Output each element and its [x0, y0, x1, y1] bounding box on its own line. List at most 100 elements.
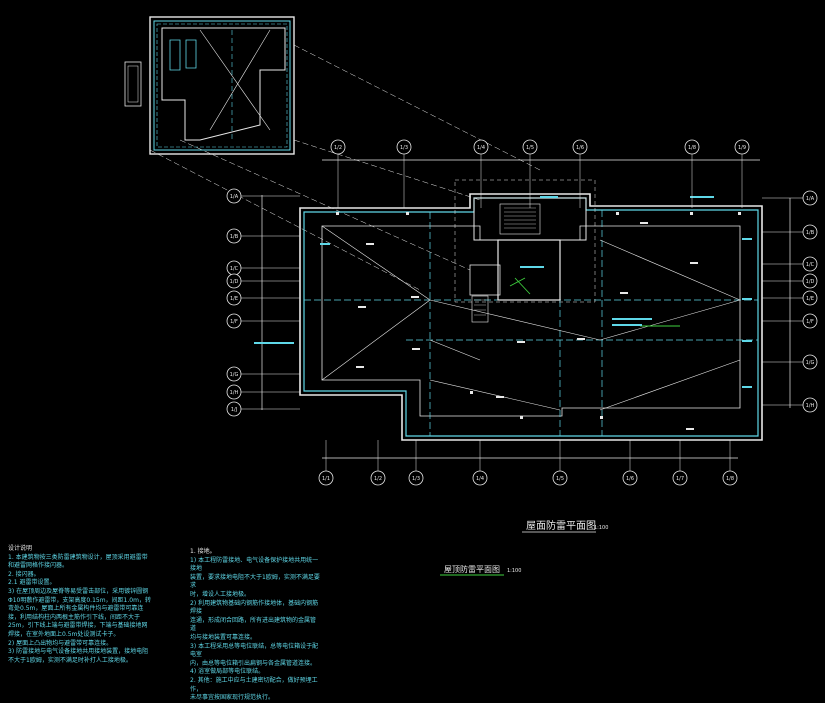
axis-bubble-label: 1/3: [412, 476, 420, 482]
axis-bubble-label: 1/C: [806, 262, 815, 268]
axis-bubble: 1/3: [408, 440, 424, 486]
axis-bubble: 1/C: [762, 256, 818, 272]
axis-bubble: 1/D: [762, 273, 818, 289]
projection-lines: [149, 44, 541, 291]
note-line: 4) 浴室做局部等电位联结。: [190, 668, 265, 676]
axis-bubble: 1/5: [522, 139, 538, 208]
axis-bubble: 1/2: [370, 440, 386, 486]
note-line: 弯处0.5m，屋面上所有金属构件均与避雷带可靠连: [8, 605, 144, 613]
axis-bubble-label: 1/J: [231, 407, 237, 413]
axis-bubble: 1/8: [722, 440, 738, 486]
note-line: 2) 屋面上凸出物均与避雷带可靠连接。: [8, 639, 113, 647]
main-drawing-scale: 1:100: [594, 525, 608, 531]
axis-bubble-label: 1/6: [626, 476, 634, 482]
axis-bubble: 1/6: [572, 139, 588, 208]
note-line: Φ10明敷作避雷带，支架高度0.15m，间距1.0m，转: [8, 596, 151, 604]
axis-bubble: 1/5: [552, 440, 568, 486]
inset-plan: [124, 16, 295, 155]
axis-bubble-label: 1/F: [806, 319, 814, 325]
axis-bubble-label: 1/2: [334, 145, 342, 151]
axis-bubble-label: 1/D: [230, 279, 239, 285]
axis-bubbles: 1/2 1/3 1/4 1/5 1/6 1/8 1/9 1/1 1/2 1/3 1/4 1/5 1/6 1…: [226, 139, 818, 486]
axis-bubble-label: 1/9: [738, 145, 746, 151]
axis-bubble-label: 1/8: [726, 476, 734, 482]
notes-left-heading: 设计说明: [8, 545, 33, 552]
axis-bubble-label: 1/4: [476, 476, 484, 482]
sub-title-group: 屋顶防雷平面图 1:100: [440, 564, 521, 576]
axis-bubble-label: 1/2: [374, 476, 382, 482]
axis-bubble: 1/F: [226, 313, 300, 329]
axis-bubble: 1/1: [318, 440, 334, 486]
axis-bubble: 1/B: [226, 228, 300, 244]
axis-bubble: 1/4: [473, 139, 489, 208]
axis-bubble: 1/2: [330, 139, 346, 208]
note-line: 25m，引下线上端与避雷带焊接，下端与基础接地网: [8, 622, 148, 630]
axis-bubble-label: 1/H: [230, 390, 239, 396]
design-notes-right: 1. 接地。 1) 本工程防雷接地、电气设备保护接地共用统一接地 装置，要求接地…: [190, 548, 320, 703]
axis-bubble-label: 1/6: [576, 145, 584, 151]
main-plan: [254, 159, 791, 459]
notes-right-lines: 1) 本工程防雷接地、电气设备保护接地共用统一接地 装置，要求接地电阻不大于1欧…: [190, 557, 320, 703]
axis-bubble-label: 1/B: [806, 230, 815, 236]
note-line: 3) 本工程采用总等电位联结，总等电位箱设于配电室: [190, 642, 319, 659]
axis-bubble-label: 1/G: [230, 372, 239, 378]
axis-bubble: 1/E: [762, 290, 818, 306]
note-line: 装置，要求接地电阻不大于1欧姆，实测不满足要求: [190, 573, 320, 590]
axis-bubble-label: 1/H: [806, 403, 815, 409]
note-line: 2.1 避雷带设置。: [8, 579, 56, 587]
axis-bubble-label: 1/5: [526, 145, 534, 151]
sub-drawing-title: 屋顶防雷平面图: [444, 564, 500, 574]
note-line: 不大于1欧姆，实测不满足时补打人工接地极。: [8, 656, 132, 664]
note-line: 焊接，在室外地面上0.5m处设测试卡子。: [8, 630, 120, 638]
note-line: 3) 在屋顶周边及屋脊等易受雷击部位，采用镀锌圆钢: [8, 587, 149, 595]
note-line: 2. 其他：施工中应与土建密切配合，做好预埋工作，: [190, 676, 318, 693]
axis-bubble: 1/3: [396, 139, 412, 208]
axis-bubble-label: 1/E: [230, 296, 238, 302]
note-line: 1. 本建筑物按三类防雷建筑物设计，屋顶采用避雷带: [8, 553, 148, 561]
note-line: 2. 接闪器。: [8, 570, 40, 578]
axis-bubble: 1/G: [226, 366, 300, 382]
note-line: 3) 防雷接地与电气设备接地共用接地装置，接地电阻: [8, 648, 149, 656]
axis-bubble: 1/E: [226, 290, 300, 306]
axis-bubble: 1/H: [226, 384, 300, 400]
axis-bubble-label: 1/5: [556, 476, 564, 482]
axis-bubble: 1/J: [226, 401, 300, 417]
note-line: 内，由总等电位箱引出扁钢与各金属管道连接。: [190, 659, 317, 667]
axis-bubble: 1/8: [684, 139, 700, 208]
note-line: 和避雷网格作接闪器。: [8, 562, 69, 570]
axis-bubble-label: 1/G: [806, 360, 815, 366]
axis-bubble: 1/C: [226, 260, 300, 276]
axis-bubble-label: 1/E: [806, 296, 814, 302]
axis-bubble-label: 1/8: [688, 145, 696, 151]
axis-bubble-label: 1/C: [230, 266, 239, 272]
notes-right-heading: 1. 接地。: [190, 548, 216, 555]
notes-left-lines: 1. 本建筑物按三类防雷建筑物设计，屋顶采用避雷带 和避雷网格作接闪器。2. 接…: [8, 554, 180, 666]
design-notes-left: 设计说明 1. 本建筑物按三类防雷建筑物设计，屋顶采用避雷带 和避雷网格作接闪器…: [8, 545, 180, 665]
axis-bubble-label: 1/4: [477, 145, 485, 151]
note-line: 未尽事宜按国家现行规范执行。: [190, 694, 275, 702]
note-line: 均与接地装置可靠连接。: [190, 633, 257, 641]
axis-bubble-label: 1/B: [230, 234, 239, 240]
axis-bubble: 1/H: [762, 397, 818, 413]
axis-bubble-label: 1/7: [676, 476, 684, 482]
note-line: 1) 本工程防雷接地、电气设备保护接地共用统一接地: [190, 556, 319, 573]
axis-bubble: 1/4: [472, 440, 488, 486]
note-line: 连通，形成闭合回路，所有进出建筑物的金属管道: [190, 616, 317, 633]
axis-bubble-label: 1/1: [322, 476, 330, 482]
axis-bubble-label: 1/F: [230, 319, 238, 325]
axis-bubble: 1/7: [672, 440, 688, 486]
axis-bubble-label: 1/D: [806, 279, 815, 285]
axis-bubble: 1/A: [226, 188, 300, 204]
axis-bubble-label: 1/3: [400, 145, 408, 151]
main-drawing-title: 屋面防雷平面图: [526, 519, 596, 532]
axis-bubble-label: 1/A: [230, 194, 239, 200]
axis-bubble: 1/9: [734, 139, 750, 208]
note-line: 时，增设人工接地极。: [190, 590, 251, 598]
axis-bubble: 1/G: [762, 354, 818, 370]
note-line: 接，利用结构柱内两根主筋作引下线，间距不大于: [8, 613, 141, 621]
axis-bubble-label: 1/A: [806, 196, 815, 202]
axis-bubble: 1/F: [762, 313, 818, 329]
axis-bubble: 1/B: [762, 224, 818, 240]
axis-bubble: 1/A: [762, 190, 818, 206]
